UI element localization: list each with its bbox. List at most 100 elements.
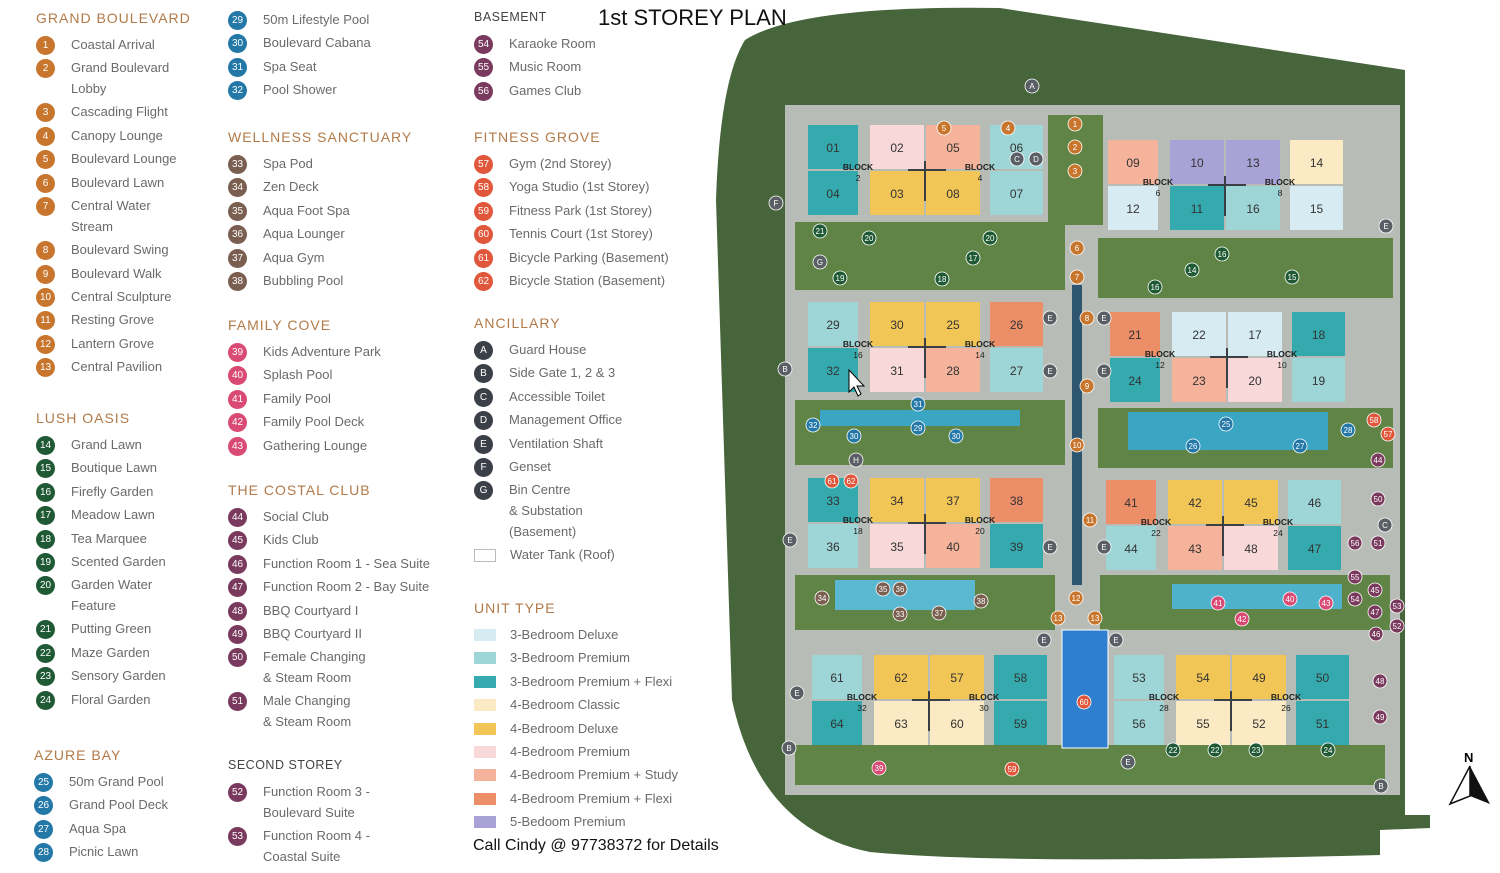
unit-02[interactable]	[870, 125, 924, 169]
unit-30[interactable]	[870, 302, 924, 346]
unit-55[interactable]	[1176, 701, 1230, 745]
map-marker-family[interactable]: 43	[1318, 595, 1334, 611]
unit-42[interactable]	[1168, 480, 1222, 524]
map-marker-ancillary[interactable]: E	[1120, 754, 1136, 770]
map-marker-grand[interactable]: 13	[1050, 610, 1066, 626]
unit-63[interactable]	[874, 701, 928, 745]
unit-11[interactable]	[1170, 186, 1224, 230]
map-marker-ancillary[interactable]: A	[1024, 78, 1040, 94]
unit-20[interactable]	[1228, 358, 1282, 402]
map-marker-grand[interactable]: 7	[1069, 269, 1085, 285]
map-marker-lush[interactable]: 16	[1214, 246, 1230, 262]
unit-01[interactable]	[808, 125, 858, 169]
map-marker-lush[interactable]: 24	[1320, 742, 1336, 758]
map-marker-azure[interactable]: 30	[846, 428, 862, 444]
map-marker-fitness[interactable]: 60	[1076, 694, 1092, 710]
map-marker-fitness[interactable]: 57	[1380, 426, 1396, 442]
map-marker-costal[interactable]: 54	[1347, 591, 1363, 607]
unit-05[interactable]	[926, 125, 980, 169]
map-marker-costal[interactable]: 56	[1347, 535, 1363, 551]
unit-43[interactable]	[1168, 526, 1222, 570]
unit-58[interactable]	[994, 655, 1047, 699]
map-marker-lush[interactable]: 21	[812, 223, 828, 239]
map-marker-family[interactable]: 42	[1234, 611, 1250, 627]
map-marker-lush[interactable]: 19	[832, 270, 848, 286]
map-marker-azure[interactable]: 29	[910, 420, 926, 436]
map-marker-ancillary[interactable]: E	[1042, 539, 1058, 555]
unit-19[interactable]	[1292, 358, 1345, 402]
map-marker-costal[interactable]: 51	[1370, 535, 1386, 551]
map-marker-lush[interactable]: 20	[982, 230, 998, 246]
map-marker-ancillary[interactable]: E	[1042, 310, 1058, 326]
unit-53[interactable]	[1114, 655, 1164, 699]
map-marker-ancillary[interactable]: E	[782, 532, 798, 548]
map-marker-ancillary[interactable]: C	[1009, 151, 1025, 167]
unit-38[interactable]	[990, 478, 1043, 522]
unit-48[interactable]	[1224, 526, 1278, 570]
map-marker-wellness[interactable]: 38	[973, 593, 989, 609]
unit-44[interactable]	[1106, 526, 1156, 570]
map-marker-ancillary[interactable]: H	[848, 452, 864, 468]
map-marker-costal[interactable]: 50	[1370, 491, 1386, 507]
map-marker-lush[interactable]: 14	[1184, 262, 1200, 278]
map-marker-lush[interactable]: 23	[1248, 742, 1264, 758]
map-marker-lush[interactable]: 16	[1147, 279, 1163, 295]
unit-07[interactable]	[990, 171, 1043, 215]
unit-04[interactable]	[808, 171, 858, 215]
map-marker-azure[interactable]: 27	[1292, 438, 1308, 454]
map-marker-wellness[interactable]: 37	[931, 605, 947, 621]
map-marker-azure[interactable]: 28	[1340, 422, 1356, 438]
unit-34[interactable]	[870, 478, 924, 522]
unit-13[interactable]	[1226, 140, 1280, 184]
map-marker-ancillary[interactable]: D	[1028, 151, 1044, 167]
unit-28[interactable]	[926, 348, 980, 392]
map-marker-costal[interactable]: 49	[1372, 709, 1388, 725]
map-marker-wellness[interactable]: 33	[892, 606, 908, 622]
map-marker-grand[interactable]: 13	[1087, 610, 1103, 626]
unit-16[interactable]	[1226, 186, 1280, 230]
map-marker-fitness[interactable]: 61	[824, 473, 840, 489]
map-marker-lush[interactable]: 18	[934, 271, 950, 287]
map-marker-costal[interactable]: 55	[1347, 569, 1363, 585]
map-marker-grand[interactable]: 6	[1069, 240, 1085, 256]
unit-27[interactable]	[990, 348, 1043, 392]
unit-41[interactable]	[1106, 480, 1156, 524]
unit-45[interactable]	[1224, 480, 1278, 524]
map-marker-grand[interactable]: 12	[1068, 590, 1084, 606]
unit-26[interactable]	[990, 302, 1043, 346]
unit-18[interactable]	[1292, 312, 1345, 356]
map-marker-grand[interactable]: 3	[1067, 163, 1083, 179]
map-marker-azure[interactable]: 32	[805, 417, 821, 433]
map-marker-family[interactable]: 41	[1210, 595, 1226, 611]
map-marker-lush[interactable]: 15	[1284, 269, 1300, 285]
map-marker-ancillary[interactable]: E	[789, 685, 805, 701]
unit-37[interactable]	[926, 478, 980, 522]
unit-23[interactable]	[1172, 358, 1226, 402]
map-marker-azure[interactable]: 26	[1185, 438, 1201, 454]
map-marker-family[interactable]: 40	[1282, 591, 1298, 607]
map-marker-azure[interactable]: 25	[1218, 416, 1234, 432]
map-marker-costal[interactable]: 53	[1389, 598, 1405, 614]
unit-15[interactable]	[1290, 186, 1343, 230]
map-marker-fitness[interactable]: 59	[1004, 761, 1020, 777]
unit-22[interactable]	[1172, 312, 1226, 356]
map-marker-fitness[interactable]: 58	[1366, 412, 1382, 428]
map-marker-wellness[interactable]: 34	[814, 590, 830, 606]
unit-61[interactable]	[812, 655, 862, 699]
unit-56[interactable]	[1114, 701, 1164, 745]
unit-59[interactable]	[994, 701, 1047, 745]
unit-64[interactable]	[812, 701, 862, 745]
unit-09[interactable]	[1108, 140, 1158, 184]
unit-49[interactable]	[1232, 655, 1286, 699]
map-marker-family[interactable]: 39	[871, 760, 887, 776]
map-marker-fitness[interactable]: 62	[843, 473, 859, 489]
unit-57[interactable]	[930, 655, 984, 699]
unit-40[interactable]	[926, 524, 980, 568]
unit-24[interactable]	[1110, 358, 1160, 402]
map-marker-azure[interactable]: 31	[910, 396, 926, 412]
map-marker-ancillary[interactable]: E	[1096, 539, 1112, 555]
unit-46[interactable]	[1288, 480, 1341, 524]
map-marker-ancillary[interactable]: G	[812, 254, 828, 270]
unit-29[interactable]	[808, 302, 858, 346]
unit-25[interactable]	[926, 302, 980, 346]
